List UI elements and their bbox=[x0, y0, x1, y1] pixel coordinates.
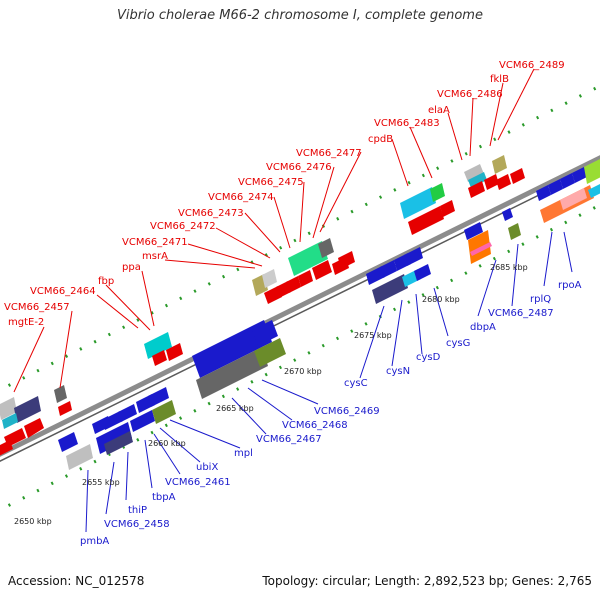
top-label-msra: msrA bbox=[142, 251, 168, 262]
scale-label: 2670 kbp bbox=[284, 367, 322, 376]
top-label-vcm66_2475: VCM66_2475 bbox=[238, 177, 304, 188]
top-label-vcm66_2457: VCM66_2457 bbox=[4, 302, 70, 313]
bottom-label-vcm66-2469: VCM66_2469 bbox=[314, 406, 380, 417]
bottom-label-rpoa: rpoA bbox=[558, 280, 582, 291]
top-label-fbp: fbp bbox=[98, 276, 114, 287]
bottom-label-cysn: cysN bbox=[386, 366, 410, 377]
bottom-label-rplq: rplQ bbox=[530, 294, 551, 305]
top-label-ppa: ppa bbox=[122, 262, 141, 273]
scale-labels: 2650 kbp 2655 kbp 2660 kbp 2665 kbp 2670 kbp… bbox=[14, 263, 528, 526]
bottom-gene-labels: pmbAVCM66_2458thiPtbpAVCM66_2461ubiXmplV… bbox=[80, 280, 582, 547]
top-label-vcm66_2486: VCM66_2486 bbox=[437, 89, 503, 100]
scale-label: 2650 kbp bbox=[14, 517, 52, 526]
scale-label: 2665 kbp bbox=[216, 404, 254, 413]
chromosome-backbone bbox=[0, 155, 600, 462]
top-label-vcm66_2471: VCM66_2471 bbox=[122, 237, 188, 248]
bottom-label-vcm66-2461: VCM66_2461 bbox=[165, 477, 231, 488]
top-label-cpdb: cpdB bbox=[368, 134, 393, 145]
scale-label: 2675 kbp bbox=[354, 331, 392, 340]
bottom-label-ubix: ubiX bbox=[196, 462, 218, 473]
top-label-vcm66_2472: VCM66_2472 bbox=[150, 221, 216, 232]
top-label-vcm66_2476: VCM66_2476 bbox=[266, 162, 332, 173]
bottom-label-cysd: cysD bbox=[416, 352, 441, 363]
bottom-label-tbpa: tbpA bbox=[152, 492, 176, 503]
scale-label: 2685 kbp bbox=[490, 263, 528, 272]
bottom-label-dbpa: dbpA bbox=[470, 322, 496, 333]
top-label-fklb: fklB bbox=[490, 74, 509, 85]
top-label-mgte-2: mgtE-2 bbox=[8, 317, 44, 328]
bottom-label-vcm66-2487: VCM66_2487 bbox=[488, 308, 554, 319]
bottom-label-cysg: cysG bbox=[446, 338, 470, 349]
top-label-elaa: elaA bbox=[428, 105, 450, 116]
bottom-label-vcm66-2468: VCM66_2468 bbox=[282, 420, 348, 431]
bottom-label-vcm66-2458: VCM66_2458 bbox=[104, 519, 170, 530]
bottom-label-pmba: pmbA bbox=[80, 536, 109, 547]
scale-label: 2655 kbp bbox=[82, 478, 120, 487]
top-label-vcm66_2464: VCM66_2464 bbox=[30, 286, 96, 297]
bottom-callouts bbox=[85, 231, 573, 533]
top-callouts bbox=[13, 68, 535, 393]
top-label-vcm66_2474: VCM66_2474 bbox=[208, 192, 274, 203]
footer-accession: Accession: NC_012578 bbox=[8, 574, 145, 588]
reverse-strand-features bbox=[58, 159, 600, 470]
page-title: Vibrio cholerae M66-2 chromosome I, comp… bbox=[117, 8, 483, 23]
bottom-label-thip: thiP bbox=[128, 505, 147, 516]
tick-row-outer bbox=[0, 84, 600, 392]
top-label-vcm66_2489: VCM66_2489 bbox=[499, 60, 565, 71]
top-label-vcm66_2473: VCM66_2473 bbox=[178, 208, 244, 219]
bottom-label-cysc: cysC bbox=[344, 378, 368, 389]
top-label-vcm66_2483: VCM66_2483 bbox=[374, 118, 440, 129]
forward-strand-features bbox=[0, 155, 525, 456]
bottom-label-vcm66-2467: VCM66_2467 bbox=[256, 434, 322, 445]
scale-label: 2660 kbp bbox=[148, 439, 186, 448]
scale-label: 2680 kbp bbox=[422, 295, 460, 304]
footer-stats: Topology: circular; Length: 2,892,523 bp… bbox=[262, 574, 592, 588]
top-label-vcm66_2477: VCM66_2477 bbox=[296, 148, 362, 159]
bottom-label-mpl: mpl bbox=[234, 448, 253, 459]
